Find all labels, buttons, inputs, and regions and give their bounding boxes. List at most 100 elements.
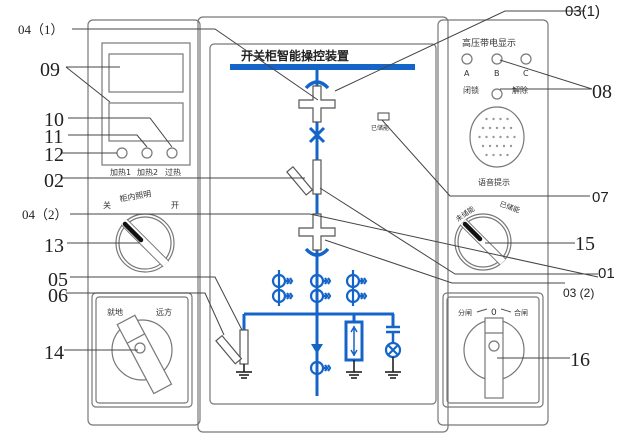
callout-10: 10: [44, 109, 64, 131]
speaker-hole: [509, 144, 513, 148]
callout-01: 01: [598, 265, 615, 282]
callout-03-1: 03(1): [565, 3, 600, 20]
earth-switch-oblique-indicator: [215, 334, 243, 365]
stored-energy-indicator-label: 已储能: [371, 124, 389, 132]
phase-b-label: B: [494, 69, 500, 78]
indicator-lamp: [384, 341, 402, 359]
lighting-on-label: 开: [171, 201, 179, 210]
speaker-hole: [499, 135, 502, 139]
close-label: 合闸: [514, 308, 528, 317]
speaker-hole: [502, 126, 506, 130]
speaker-hole: [495, 144, 499, 148]
speaker-hole: [499, 153, 502, 157]
overheat-indicator: [166, 147, 178, 159]
speaker-hole: [492, 153, 495, 157]
speaker-hole: [485, 153, 488, 157]
zero-sequence-ct: [309, 360, 332, 376]
callout-04-1: 04（1）: [18, 22, 64, 37]
speaker-hole: [492, 135, 495, 139]
speaker-hole: [481, 144, 485, 148]
callout-16: 16: [570, 349, 590, 371]
center-panel-inner: [209, 43, 437, 405]
main-busbar: [230, 64, 415, 70]
feeder-arrow: [311, 344, 323, 354]
speaker-hole: [506, 135, 509, 139]
display-frame: [101, 42, 191, 166]
speaker-hole: [485, 117, 488, 121]
phase-a-label: A: [464, 69, 470, 78]
heat1-label: 加热1: [110, 167, 131, 177]
stored-label: 已储能: [498, 199, 521, 215]
callout-14: 14: [44, 342, 64, 364]
center-panel-outer: [197, 16, 449, 433]
callout-15: 15: [575, 233, 595, 255]
lock-label: 闭锁: [463, 85, 479, 95]
speaker-hole: [506, 117, 509, 121]
phase-c-indicator: [520, 53, 532, 65]
lower-cross-position-indicator: [298, 213, 336, 251]
heat2-indicator: [141, 147, 153, 159]
speaker-hole: [478, 135, 481, 139]
ground-symbol-3: [385, 357, 401, 379]
unlock-label: 解除: [512, 85, 528, 95]
callout-11: 11: [44, 126, 63, 148]
hv-display-title: 高压带电显示: [462, 37, 516, 49]
callout-02: 02: [44, 170, 64, 192]
current-transformers: [271, 270, 368, 306]
right-panel: [437, 19, 549, 426]
device-title: 开关柜智能操控装置: [241, 48, 349, 63]
upper-contact-arc: [304, 80, 330, 90]
stored-energy-indicator: [377, 112, 390, 121]
speaker-hole: [481, 126, 485, 130]
speaker-hole: [506, 153, 509, 157]
callout-05: 05: [48, 269, 68, 291]
callout-13: 13: [44, 235, 64, 257]
ground-symbol-1: [236, 364, 252, 379]
display-screen-1: [108, 53, 184, 93]
speaker-holes: [478, 117, 516, 157]
speaker-hole: [488, 126, 492, 130]
speaker-hole: [485, 135, 488, 139]
callout-04-2: 04（2）: [22, 207, 68, 222]
remote-label: 远方: [156, 307, 172, 317]
close-open-switch-knob[interactable]: [463, 317, 525, 399]
callout-08: 08: [592, 81, 612, 103]
speaker-hole: [513, 135, 516, 139]
heat2-label: 加热2: [137, 167, 158, 177]
voice-prompt-label: 语音提示: [478, 177, 510, 187]
breaker-x-symbol: [308, 126, 326, 144]
display-screen-2: [108, 102, 184, 142]
upper-cross-position-indicator: [298, 85, 336, 123]
speaker-grille: [469, 106, 525, 168]
lighting-off-label: 关: [103, 200, 111, 210]
callout-09: 09: [40, 59, 60, 81]
zero-position-label: 0: [491, 308, 497, 318]
phase-c-label: C: [523, 69, 529, 78]
close-open-frame-inner: [446, 296, 540, 404]
breaker-oblique-indicator: [286, 165, 314, 196]
local-remote-switch-knob[interactable]: [111, 314, 173, 395]
speaker-hole: [502, 144, 506, 148]
lock-indicator: [491, 88, 503, 100]
overheat-label: 过热: [165, 167, 181, 177]
speaker-hole: [488, 144, 492, 148]
breaker-indicator-bar: [312, 159, 322, 195]
energy-storage-switch-knob[interactable]: [454, 213, 512, 271]
close-open-frame-outer: [442, 292, 544, 408]
leader-lines: [62, 10, 599, 359]
speaker-hole: [509, 126, 513, 130]
switch-direction-arrows: [476, 308, 512, 313]
arrester-arrows: [350, 325, 358, 357]
phase-a-indicator: [461, 53, 473, 65]
speaker-hole: [499, 117, 502, 121]
callout-06: 06: [48, 285, 68, 307]
local-label: 就地: [107, 307, 123, 317]
callout-03-2: 03 (2): [563, 286, 594, 300]
callout-07: 07: [592, 189, 609, 206]
heat1-indicator: [116, 147, 128, 159]
lower-contact-arc: [304, 247, 330, 257]
left-panel: [87, 19, 201, 426]
lighting-switch-knob[interactable]: [115, 213, 175, 273]
open-label: 分闸: [458, 308, 472, 317]
